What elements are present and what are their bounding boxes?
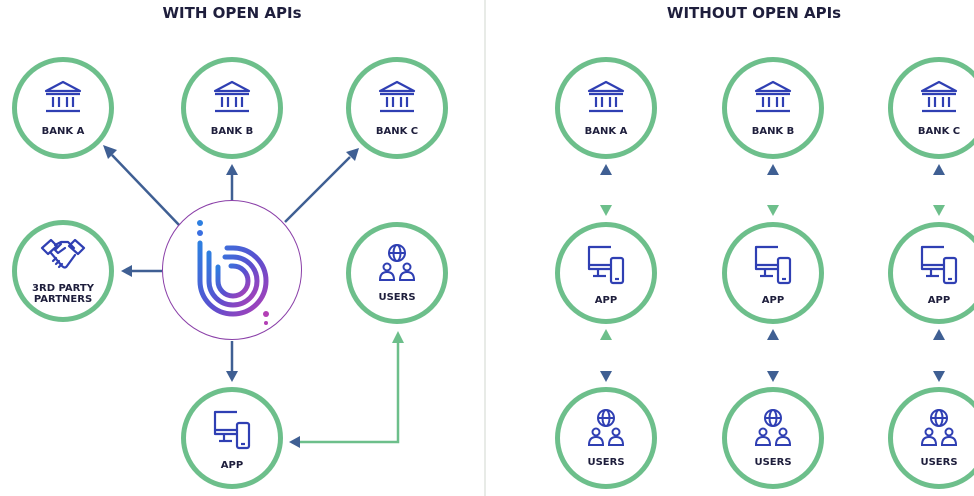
users-globe-icon (379, 244, 415, 281)
bank-icon (44, 80, 82, 113)
platform-logo-icon (197, 220, 269, 325)
col-2-bank-app-double-arrow (767, 164, 779, 216)
hub-to-partners-arrow (121, 265, 162, 277)
right-users-1-node: USERS (555, 387, 657, 489)
bank-c-node: BANK C (346, 57, 448, 159)
app-node: APP (181, 387, 283, 489)
bank-icon (587, 80, 625, 113)
right-users-1-label: USERS (587, 457, 625, 468)
hub-to-bank-a-arrow (103, 145, 181, 227)
right-app-3-label: APP (927, 295, 951, 306)
col-2-app-users-double-arrow (767, 329, 779, 382)
right-app-1-node: APP (555, 222, 657, 324)
right-bank-b-label: BANK B (751, 126, 795, 137)
right-bank-c-node: BANK C (888, 57, 974, 159)
app-label: APP (220, 460, 244, 471)
right-users-3-node: USERS (888, 387, 974, 489)
right-users-2-label: USERS (754, 457, 792, 468)
bank-a-label: BANK A (41, 126, 85, 137)
without-open-apis-title: WITHOUT OPEN APIs (666, 4, 842, 22)
devices-icon (587, 245, 625, 285)
devices-icon (213, 410, 251, 450)
bank-icon (920, 80, 958, 113)
users-globe-icon (588, 409, 624, 446)
right-bank-b-node: BANK B (722, 57, 824, 159)
bank-b-node: BANK B (181, 57, 283, 159)
bank-a-node: BANK A (12, 57, 114, 159)
right-bank-c-label: BANK C (917, 126, 961, 137)
right-bank-a-label: BANK A (584, 126, 628, 137)
open-api-hub (162, 200, 302, 340)
partners-label: 3RD PARTY PARTNERS (32, 283, 94, 305)
hub-to-app-arrow (226, 341, 238, 382)
right-bank-a-node: BANK A (555, 57, 657, 159)
col-1-bank-app-double-arrow (600, 164, 612, 216)
col-3-bank-app-double-arrow (933, 164, 945, 216)
bank-icon (213, 80, 251, 113)
with-open-apis-title: WITH OPEN APIs (162, 4, 302, 22)
users-label: USERS (378, 292, 416, 303)
hub-to-bank-c-arrow (284, 148, 359, 223)
bank-b-label: BANK B (210, 126, 254, 137)
app-users-connector (289, 331, 404, 448)
partners-node: 3RD PARTY PARTNERS (12, 220, 114, 322)
right-app-3-node: APP (888, 222, 974, 324)
users-globe-icon (755, 409, 791, 446)
right-app-1-label: APP (594, 295, 618, 306)
col-3-app-users-double-arrow (933, 329, 945, 382)
bank-icon (378, 80, 416, 113)
handshake-icon (40, 238, 86, 269)
col-1-app-users-double-arrow (600, 329, 612, 382)
right-users-2-node: USERS (722, 387, 824, 489)
right-app-2-node: APP (722, 222, 824, 324)
users-node: USERS (346, 222, 448, 324)
bank-icon (754, 80, 792, 113)
devices-icon (920, 245, 958, 285)
users-globe-icon (921, 409, 957, 446)
right-users-3-label: USERS (920, 457, 958, 468)
hub-to-bank-b-arrow (226, 164, 238, 200)
devices-icon (754, 245, 792, 285)
right-app-2-label: APP (761, 295, 785, 306)
bank-c-label: BANK C (375, 126, 419, 137)
